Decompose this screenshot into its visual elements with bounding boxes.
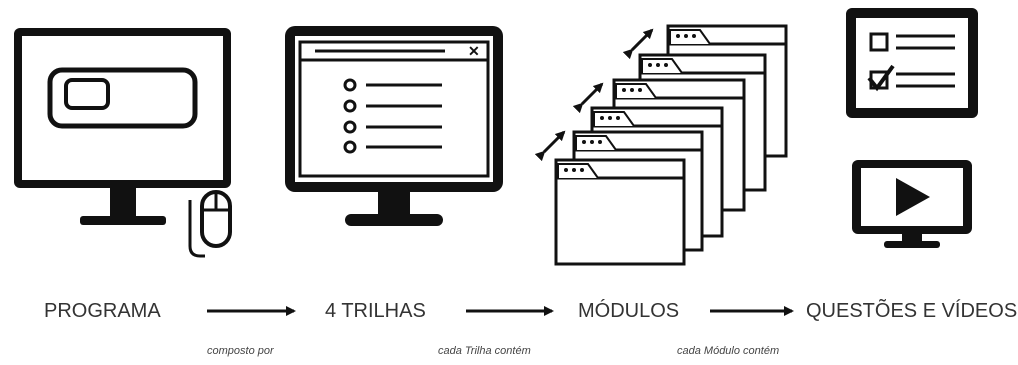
checklist-and-video-icon xyxy=(846,8,978,248)
module-window-6 xyxy=(554,158,686,266)
svg-text:✕: ✕ xyxy=(468,43,480,59)
step-label-programa: PROGRAMA xyxy=(44,300,161,322)
connector-note-trilha: cada Trilha contém xyxy=(438,345,531,357)
step-label-questoes-videos: QUESTÕES E VÍDEOS xyxy=(806,300,1018,322)
resize-arrow-icon xyxy=(534,28,654,162)
connector-note-composto: composto por xyxy=(207,345,274,357)
desktop-computer-mouse-icon xyxy=(14,28,232,258)
checklist-icon xyxy=(846,8,978,118)
step-label-modulos: MÓDULOS xyxy=(578,300,680,322)
connector-note-modulo: cada Módulo contém xyxy=(677,345,780,357)
step-label-trilhas: 4 TRILHAS xyxy=(325,300,426,322)
video-player-icon xyxy=(852,160,972,248)
stacked-windows-icon xyxy=(534,24,788,266)
monitor-list-window-icon: ✕ xyxy=(285,26,503,226)
